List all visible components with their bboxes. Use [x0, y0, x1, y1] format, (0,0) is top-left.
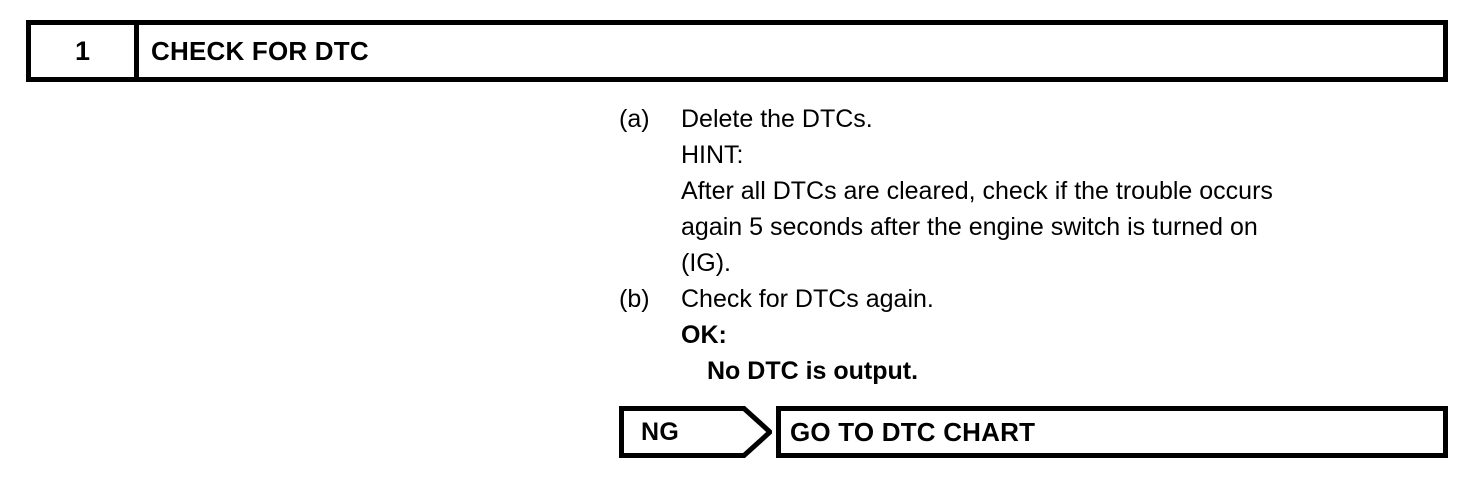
procedure-marker: (b) [619, 285, 650, 313]
procedure-line: (IG). [619, 245, 1459, 281]
step-header-box: 1 CHECK FOR DTC [26, 20, 1448, 82]
branch-row: NG GO TO DTC CHART [619, 406, 1448, 458]
arrow-pentagon-icon [619, 406, 772, 458]
procedure-ok-criterion: No DTC is output. [707, 357, 919, 385]
procedure-line: again 5 seconds after the engine switch … [619, 209, 1459, 245]
procedure-ok-label: OK: [681, 321, 727, 349]
action-label: GO TO DTC CHART [790, 417, 1036, 447]
procedure-line: (b) Check for DTCs again. [619, 281, 1459, 317]
procedure-text: After all DTCs are cleared, check if the… [681, 177, 1273, 205]
step-number: 1 [74, 35, 91, 66]
procedure-text: (IG). [681, 249, 731, 277]
procedure-body: (a) Delete the DTCs. HINT: After all DTC… [619, 101, 1459, 389]
step-title: CHECK FOR DTC [151, 36, 369, 66]
procedure-line: No DTC is output. [619, 353, 1459, 389]
procedure-line: HINT: [619, 137, 1459, 173]
procedure-line: OK: [619, 317, 1459, 353]
procedure-line: After all DTCs are cleared, check if the… [619, 173, 1459, 209]
action-box-go-to-dtc-chart[interactable]: GO TO DTC CHART [776, 406, 1448, 458]
result-arrow-ng: NG [619, 406, 772, 458]
procedure-hint-label: HINT: [681, 141, 744, 169]
procedure-marker: (a) [619, 105, 650, 133]
procedure-line: (a) Delete the DTCs. [619, 101, 1459, 137]
result-label-ng: NG [641, 418, 680, 446]
procedure-text: again 5 seconds after the engine switch … [681, 213, 1258, 241]
step-number-cell: 1 [31, 25, 139, 77]
step-title-cell: CHECK FOR DTC [139, 25, 1443, 77]
procedure-text: Delete the DTCs. [681, 105, 873, 133]
procedure-text: Check for DTCs again. [681, 285, 934, 313]
